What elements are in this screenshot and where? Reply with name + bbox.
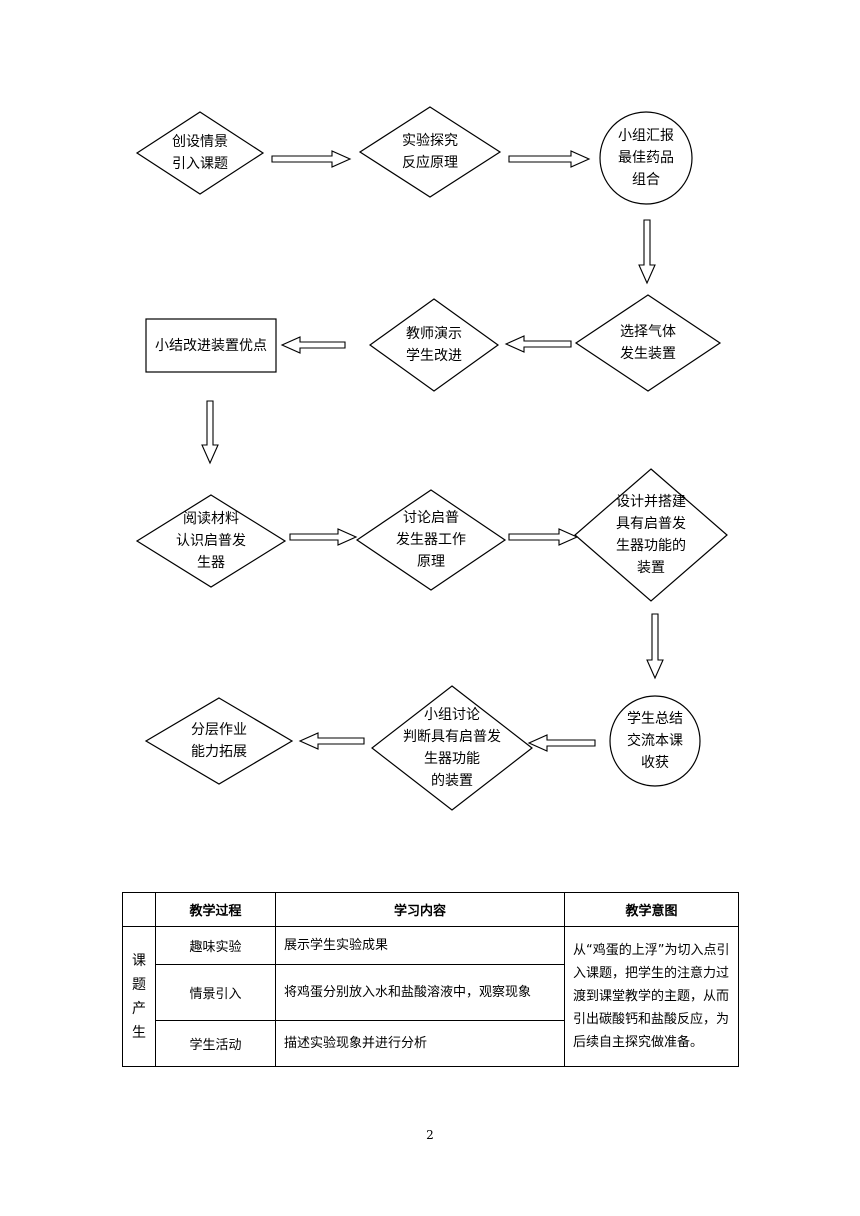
diamond-node bbox=[371, 685, 533, 811]
circle-node bbox=[599, 111, 693, 205]
stage-header-cell bbox=[122, 892, 156, 927]
diamond-node bbox=[368, 298, 500, 392]
flow-node-label: 设计并搭建具有启普发生器功能的装置 bbox=[616, 494, 686, 576]
flow-arrow bbox=[280, 336, 346, 354]
stage-char: 题 bbox=[132, 976, 146, 993]
stage-cell: 课 题 产 生 bbox=[122, 926, 156, 1067]
diamond-node bbox=[135, 111, 265, 195]
flow-node-label: 小组汇报最佳药品组合 bbox=[618, 128, 674, 188]
page-number: 2 bbox=[426, 1128, 434, 1142]
diamond-node bbox=[574, 294, 722, 392]
flow-arrow bbox=[201, 400, 219, 465]
rect-node bbox=[145, 318, 277, 373]
header-content: 学习内容 bbox=[275, 892, 565, 927]
flow-arrow bbox=[508, 150, 591, 168]
diamond-node bbox=[358, 106, 502, 198]
lesson-plan-table: 教学过程 学习内容 教学意图 课 题 产 生 趣味实验 展示学生实验成果 从“鸡… bbox=[122, 892, 739, 1067]
process-cell: 情景引入 bbox=[155, 964, 276, 1021]
stage-char: 产 bbox=[132, 1000, 146, 1017]
flow-arrow bbox=[504, 335, 572, 353]
diamond-node bbox=[574, 468, 728, 602]
stage-char: 生 bbox=[132, 1024, 146, 1041]
content-cell: 将鸡蛋分别放入水和盐酸溶液中，观察现象 bbox=[275, 964, 565, 1021]
flow-arrow bbox=[646, 613, 664, 680]
content-cell: 展示学生实验成果 bbox=[275, 926, 565, 965]
flow-arrow bbox=[527, 734, 596, 752]
header-process: 教学过程 bbox=[155, 892, 276, 927]
diamond-node bbox=[135, 494, 287, 588]
flow-arrow bbox=[508, 528, 579, 546]
stage-char: 课 bbox=[132, 952, 146, 969]
table-header-row: 教学过程 学习内容 教学意图 bbox=[122, 892, 739, 927]
diamond-node bbox=[144, 697, 294, 785]
flow-node-label: 教师演示学生改进 bbox=[406, 326, 462, 364]
table-row: 课 题 产 生 趣味实验 展示学生实验成果 从“鸡蛋的上浮”为切入点引入课题，把… bbox=[122, 926, 739, 1067]
flow-arrow bbox=[638, 219, 656, 285]
circle-node bbox=[609, 695, 701, 787]
flow-node-label: 实验探究反应原理 bbox=[402, 133, 458, 171]
intent-cell: 从“鸡蛋的上浮”为切入点引入课题，把学生的注意力过渡到课堂教学的主题，从而引出碳… bbox=[564, 926, 739, 1067]
flow-node-label: 小组讨论判断具有启普发生器功能的装置 bbox=[403, 707, 501, 789]
flow-node-label: 分层作业能力拓展 bbox=[191, 722, 247, 760]
table-row: 情景引入 将鸡蛋分别放入水和盐酸溶液中，观察现象 bbox=[123, 964, 739, 1021]
flow-node-label: 讨论启普发生器工作原理 bbox=[396, 510, 466, 570]
flow-node-label: 选择气体发生装置 bbox=[620, 324, 676, 362]
process-cell: 趣味实验 bbox=[155, 926, 276, 965]
table-row: 学生活动 描述实验现象并进行分析 bbox=[123, 1020, 739, 1067]
flow-arrow bbox=[298, 732, 365, 750]
process-cell: 学生活动 bbox=[155, 1020, 276, 1067]
flow-node-label: 阅读材料认识启普发生器 bbox=[176, 511, 246, 571]
flow-node-label: 创设情景引入课题 bbox=[172, 134, 228, 172]
content-cell: 描述实验现象并进行分析 bbox=[275, 1020, 565, 1067]
flow-node-label: 小结改进装置优点 bbox=[155, 337, 267, 354]
teaching-flowchart: 创设情景引入课题 实验探究反应原理 小组汇报最佳药品组合选择气体发生装置 教师演示学生… bbox=[135, 106, 728, 811]
flowchart-canvas bbox=[135, 106, 728, 811]
flow-node-label: 学生总结交流本课收获 bbox=[627, 711, 683, 771]
flow-arrow bbox=[271, 150, 352, 168]
header-intent: 教学意图 bbox=[564, 892, 739, 927]
diamond-node bbox=[355, 489, 507, 591]
flow-arrow bbox=[289, 528, 358, 546]
